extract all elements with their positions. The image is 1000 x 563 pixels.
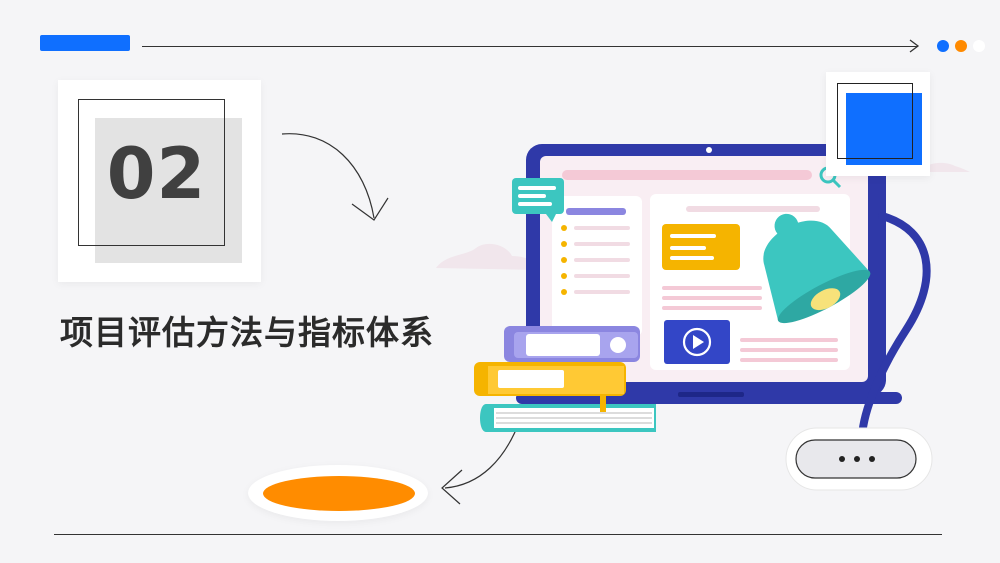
section-title: 项目评估方法与指标体系: [60, 313, 434, 352]
cloud-left: [436, 243, 540, 270]
play-icon: [682, 327, 712, 357]
cloud-right: [920, 162, 970, 172]
chat-bubble-icon: [512, 178, 564, 222]
section-number: 02: [106, 133, 207, 215]
blue-accent-square: [846, 93, 922, 165]
laptop: [516, 144, 902, 404]
desk-lamp-icon: [763, 212, 933, 491]
bottom-divider-line: [54, 534, 942, 535]
blue-accent-frame: [837, 83, 913, 159]
dot-blue: [937, 40, 949, 52]
curved-arrow-top: [281, 133, 389, 221]
top-accent-pill: [40, 35, 130, 51]
dot-orange: [955, 40, 967, 52]
orange-ellipse: [263, 476, 415, 511]
top-divider-line: [142, 46, 918, 47]
arrow-right-icon: [909, 39, 920, 53]
section-number-frame: [78, 99, 225, 246]
dot-white: [973, 40, 985, 52]
books-stack: [474, 326, 656, 432]
section-number-shade: [95, 118, 242, 263]
curved-arrow-bottom: [441, 419, 521, 505]
